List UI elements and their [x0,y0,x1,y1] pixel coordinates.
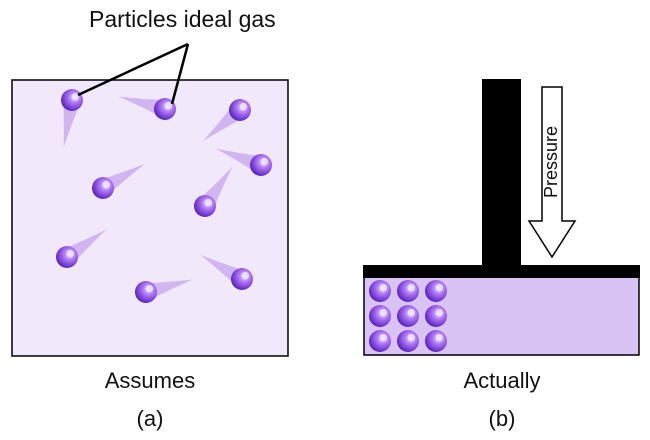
compressed-particle [397,305,419,327]
callout-line-right [170,43,190,105]
callout-pointer-lines [77,42,190,105]
panel-a-ideal-gas [11,79,289,357]
particles-callout-label: Particles ideal gas [89,6,276,32]
gas-particle-highlight [164,101,173,110]
panel-a-part-label: (a) [136,406,164,431]
compressed-particle-highlight [435,283,444,292]
compressed-particle-highlight [407,283,416,292]
compressed-particle [425,280,447,302]
compressed-particle-highlight [379,283,388,292]
particle-trail [63,98,81,148]
pressure-arrow [527,86,577,259]
compressed-particle-highlight [435,308,444,317]
panel-a-caption: Assumes [104,368,196,393]
piston-rod [482,79,521,269]
gas-particle-highlight [71,92,80,101]
gas-particle [250,154,272,176]
compressed-particle [397,330,419,352]
gas-particle [92,177,114,199]
compressed-particle-highlight [407,333,416,342]
compressed-gas-particles [369,280,447,352]
gas-particle-highlight [241,271,250,280]
compressed-particle [425,330,447,352]
callout-line-left [77,42,189,97]
gas-particle [194,195,216,217]
compressed-particle [369,305,391,327]
panel-b-caption: Actually [463,368,541,393]
gas-particle [135,281,157,303]
compressed-particle [397,280,419,302]
compressed-particle [425,305,447,327]
ideal-gas-container [11,79,289,357]
compressed-particle-highlight [379,333,388,342]
gas-particle-highlight [260,157,269,166]
piston-plate [363,265,640,278]
compressed-particle [369,280,391,302]
ideal-gas-particles [56,89,272,303]
compressed-particle-highlight [379,308,388,317]
pressure-arrow-label: Pressure [541,126,561,198]
gas-particle [61,89,83,111]
gas-particle-highlight [66,249,75,258]
gas-particle [56,246,78,268]
gas-particle [231,268,253,290]
gas-particle-highlight [239,102,248,111]
compressed-particle [369,330,391,352]
compressed-particle-highlight [435,333,444,342]
gas-particle [229,99,251,121]
panel-b-real-gas: Pressure [363,79,640,356]
gas-particle-highlight [145,284,154,293]
gas-particle-highlight [204,198,213,207]
panel-b-part-label: (b) [488,406,516,431]
gas-particle-highlight [102,180,111,189]
compressed-particle-highlight [407,308,416,317]
